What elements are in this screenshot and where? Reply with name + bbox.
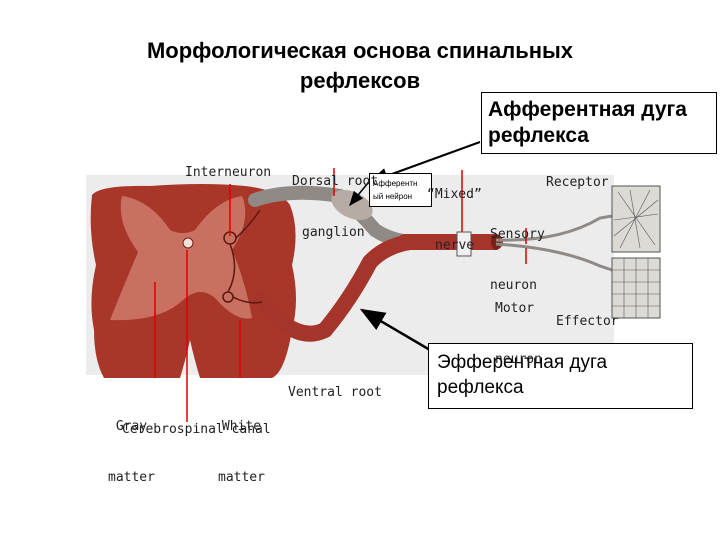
label-gray-line-2: matter: [108, 470, 155, 485]
label-white-line-1: White: [221, 419, 262, 434]
label-white-line-2: matter: [218, 470, 265, 485]
pointer-lines: [154, 168, 527, 422]
nerve-end-cap: [491, 234, 501, 250]
motor-fiber: [495, 242, 613, 272]
afferent-neuron-callout: Афферентн ый нейрон: [369, 173, 432, 207]
label-white-matter: White matter: [218, 384, 265, 503]
efferent-arc-line-2: рефлекса: [437, 377, 524, 398]
label-motor-line-1: Motor: [495, 301, 535, 316]
label-motor-line-2: neuron: [495, 352, 542, 367]
label-dorsal-root-line-2: ganglion: [302, 225, 365, 240]
label-dorsal-root-ganglion: Dorsal root ganglion: [292, 139, 378, 258]
label-mixed-nerve-line-1: “Mixed”: [427, 187, 482, 202]
sensory-fiber: [495, 214, 613, 242]
label-interneuron: Interneuron: [185, 165, 272, 180]
efferent-arrow: [359, 308, 431, 352]
page-title: Морфологическая основа спинальных рефлек…: [60, 36, 660, 96]
cerebrospinal-canal-shape: [182, 237, 194, 249]
interneuron-cells: [222, 209, 263, 304]
receptor-pattern: [613, 189, 659, 249]
label-ventral-root: Ventral root: [288, 385, 382, 400]
label-sensory-line-2: neuron: [490, 278, 537, 293]
label-dorsal-root-line-1: Dorsal root: [292, 174, 379, 189]
label-mixed-nerve-line-2: nerve: [435, 238, 475, 253]
afferent-neuron-line-1: Афферентн: [373, 179, 418, 188]
gray-matter: [110, 196, 252, 321]
label-effector: Effector: [556, 314, 619, 329]
afferent-neuron-arrow: [349, 177, 373, 207]
efferent-arc-line-1: Эфферентная дуга: [437, 352, 608, 373]
label-receptor: Receptor: [546, 175, 609, 190]
label-cerebrospinal-canal: Cerebrospinal canal: [122, 422, 271, 437]
ventral-root: [254, 234, 418, 342]
afferent-arc-callout: Афферентная дуга рефлекса: [481, 92, 717, 154]
afferent-neuron-line-2: ый нейрон: [373, 192, 413, 201]
label-motor-neuron: Motor neuron: [495, 266, 542, 385]
title-line-1: Морфологическая основа спинальных: [146, 38, 574, 63]
label-gray-line-1: Gray: [115, 419, 148, 434]
nerve-marker: [456, 231, 472, 257]
afferent-arc-line-2: рефлекса: [488, 124, 589, 147]
effector-pattern: [612, 258, 660, 318]
label-sensory-line-1: Sensory: [490, 227, 545, 242]
label-sensory-neuron: Sensory neuron: [490, 192, 545, 311]
efferent-arc-callout: Эфферентная дуга рефлекса: [428, 343, 693, 409]
label-mixed-nerve: “Mixed” nerve: [427, 152, 482, 271]
label-gray-matter: Gray matter: [108, 384, 155, 503]
afferent-arc-line-1: Афферентная дуга: [488, 98, 687, 121]
title-line-2: рефлексов: [299, 68, 421, 93]
